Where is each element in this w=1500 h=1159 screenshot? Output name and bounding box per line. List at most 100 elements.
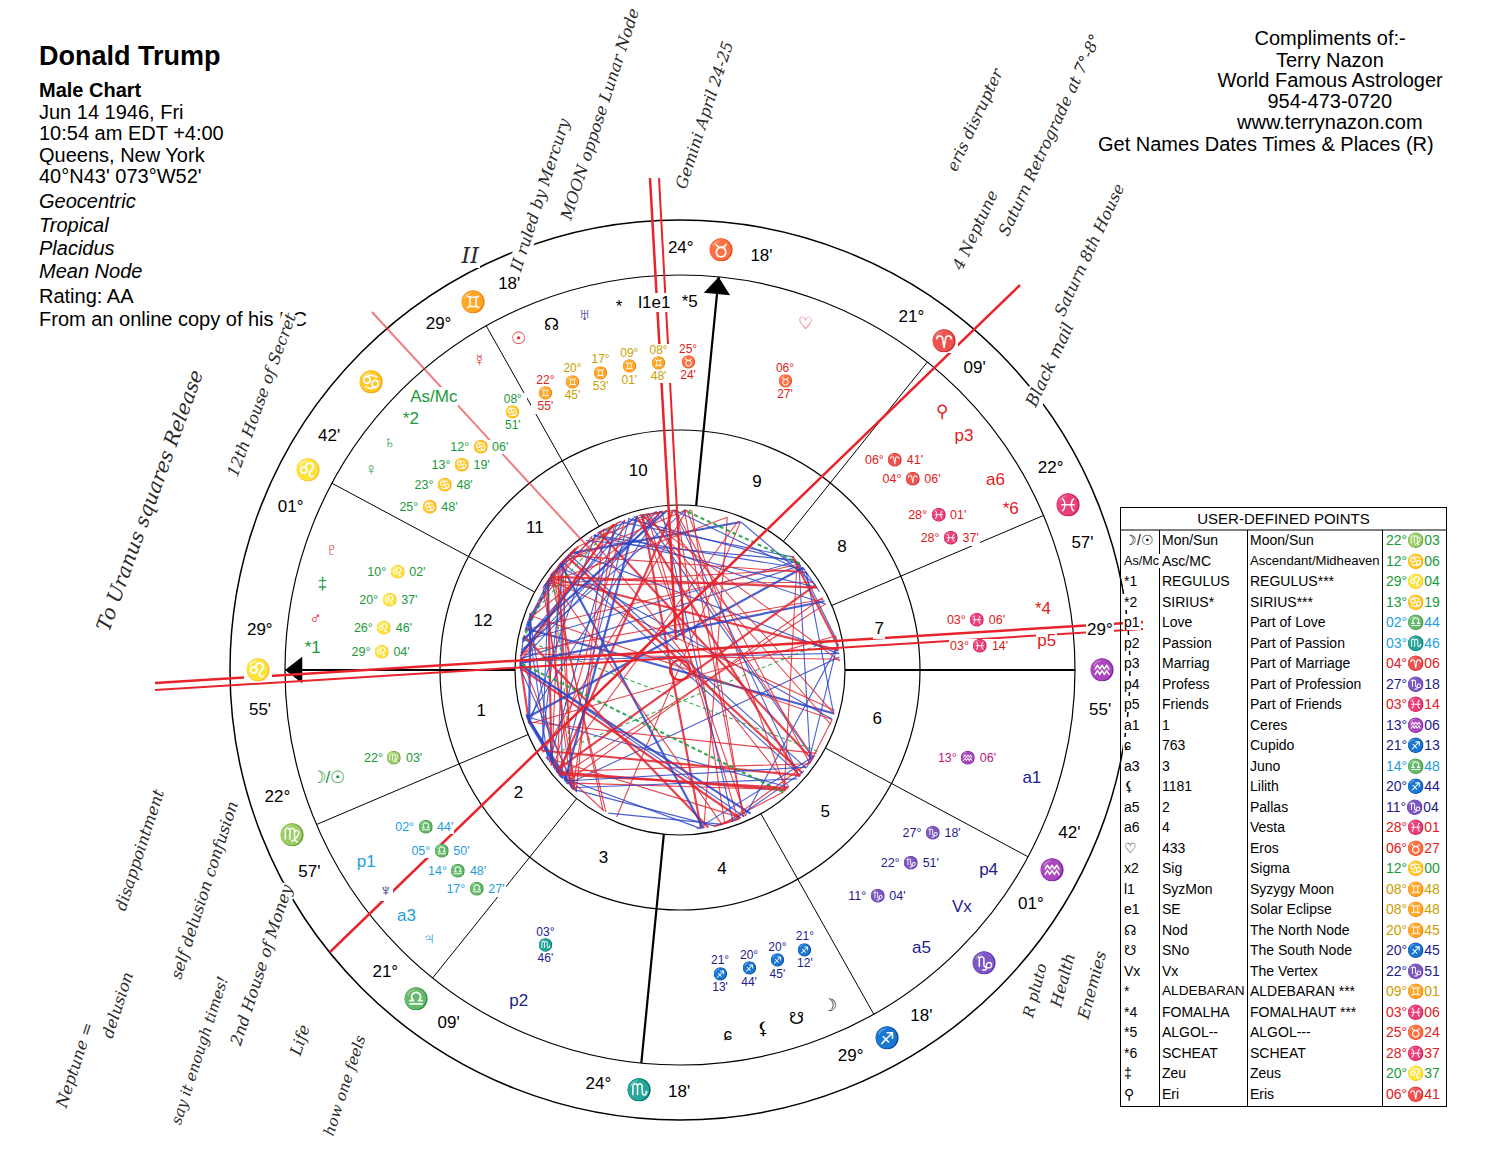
table-cell: SCHEAT [1249, 1045, 1307, 1061]
cusp-sign: ♎ [402, 987, 430, 1011]
planet-position: 03° ♓ 14' [949, 639, 1009, 653]
table-cell: Zeu [1161, 1065, 1187, 1081]
hand-marker-line [330, 285, 1020, 952]
cusp-minutes: 57' [297, 862, 321, 882]
hand-marker-line [155, 629, 1143, 690]
cusp-sign: ♏ [625, 1078, 653, 1102]
table-cell: 2 [1161, 799, 1171, 815]
table-cell: Ascendant/Midheaven [1249, 553, 1381, 568]
point-position: 09°♊01 [1385, 983, 1441, 999]
handwritten-note: say it enough times! [168, 973, 233, 1127]
table-cell: Ceres [1249, 717, 1288, 733]
house-cusp-line [696, 277, 719, 506]
table-cell: p3 [1123, 655, 1141, 671]
planet-glyph: *6 [1002, 499, 1020, 519]
table-cell: 3 [1161, 758, 1171, 774]
planet-glyph: p3 [953, 426, 974, 446]
cusp-minutes: 18' [909, 1006, 933, 1026]
aspect-line [558, 774, 788, 788]
point-position: 13°♒06 [1385, 717, 1441, 733]
cusp-sign: ♍ [278, 823, 306, 847]
point-position: 03°♏46 [1385, 635, 1441, 651]
table-cell: Pallas [1249, 799, 1289, 815]
cusp-degree: 29° [1086, 620, 1114, 640]
handwritten-note: Saturn 8th House [1051, 180, 1129, 320]
table-rule [1382, 530, 1383, 1107]
table-cell: 433 [1161, 840, 1186, 856]
planet-position: 20° ♊ 45' [558, 362, 586, 402]
table-cell: ☋ [1123, 942, 1137, 958]
planet-glyph: *4 [1034, 599, 1052, 619]
aspect-line [566, 597, 823, 782]
house-number: 11 [525, 518, 545, 538]
intercepted-sign: ♋ [357, 370, 385, 394]
table-cell: a1 [1123, 717, 1141, 733]
chart-info: 10:54 am EDT +4:00 [38, 122, 225, 145]
table-cell: Eri [1161, 1086, 1180, 1102]
table-cell: SyzMon [1161, 881, 1214, 897]
chart-info: Male Chart [38, 79, 142, 102]
handwritten-note: eris disrupter [943, 65, 1007, 175]
house-number: 7 [873, 619, 884, 639]
aspect-line [697, 756, 816, 830]
planet-glyph: ☋ [788, 1009, 805, 1029]
aspect-line [714, 819, 739, 827]
table-cell: SE [1161, 901, 1182, 917]
planet-glyph: ☽ [821, 996, 838, 1016]
aspect-line [565, 767, 807, 781]
point-position: 02°♎44 [1385, 614, 1441, 630]
handwritten-note: 12th House of Secret [224, 310, 301, 480]
planet-position: 29° ♌ 04' [351, 645, 411, 659]
point-position: 28°♓01 [1385, 819, 1441, 835]
table-cell: ALGOL-- [1161, 1024, 1219, 1040]
planet-position: 20° ♐ 45' [763, 941, 791, 981]
house-number: 3 [598, 848, 609, 868]
planet-position: 10° ♌ 02' [366, 565, 426, 579]
planet-position: 02° ♎ 44' [394, 820, 454, 834]
table-cell: Juno [1249, 758, 1281, 774]
table-cell: Part of Profession [1249, 676, 1362, 692]
planet-position: 17° ♎ 27' [445, 882, 505, 896]
table-cell: Passion [1161, 635, 1213, 651]
cusp-minutes: 55' [248, 700, 272, 720]
handwritten-note: R pluto [1019, 960, 1050, 1020]
table-cell: Solar Eclipse [1249, 901, 1333, 917]
astrologer-credit: Get Names Dates Times & Places (R) [1097, 133, 1435, 156]
house-number: 8 [836, 537, 847, 557]
planet-position: 27° ♑ 18' [902, 826, 962, 840]
handwritten-note: To Uranus squares Release [92, 365, 209, 634]
handwritten-note: MOON oppose Lunar Node [557, 5, 643, 223]
planet-glyph: ☽/☉ [310, 768, 347, 788]
table-cell: p2 [1123, 635, 1141, 651]
table-cell: As/Mc [1123, 554, 1160, 568]
planet-glyph: As/Mc [409, 387, 458, 407]
point-position: 20°♊45 [1385, 922, 1441, 938]
cusp-sign: ♒ [1038, 858, 1066, 882]
chart-info: Tropical [38, 214, 110, 237]
handwritten-note: II [461, 243, 480, 268]
handwritten-note: 4 Neptune [948, 187, 1002, 274]
planet-position: 09° ♊ 01' [615, 347, 643, 387]
table-cell: Eris [1249, 1086, 1275, 1102]
aspect-line [520, 664, 744, 816]
table-cell: Vesta [1249, 819, 1286, 835]
cusp-degree: 22° [1037, 458, 1065, 478]
aspect-line [549, 523, 617, 762]
aspect-line [543, 554, 570, 588]
chart-info: 40°N43' 073°W52' [38, 165, 203, 188]
cusp-minutes: 42' [1057, 823, 1081, 843]
table-cell: Profess [1161, 676, 1210, 692]
table-cell: Asc/MC [1161, 553, 1212, 569]
table-cell: Syzygy Moon [1249, 881, 1335, 897]
planet-glyph: p1 [356, 852, 377, 872]
handwritten-note: Neptune = [52, 1019, 98, 1111]
table-cell: 4 [1161, 819, 1171, 835]
planet-position: 13° ♒ 06' [937, 751, 997, 765]
cusp-sign: ♌ [244, 658, 272, 682]
cusp-degree: 29° [837, 1046, 865, 1066]
house-number: 5 [819, 802, 830, 822]
planet-position: 05° ♎ 50' [410, 844, 470, 858]
house-cusp-line [761, 814, 874, 1014]
table-cell: ALDEBARAN [1161, 983, 1246, 999]
table-cell: Zeus [1249, 1065, 1282, 1081]
